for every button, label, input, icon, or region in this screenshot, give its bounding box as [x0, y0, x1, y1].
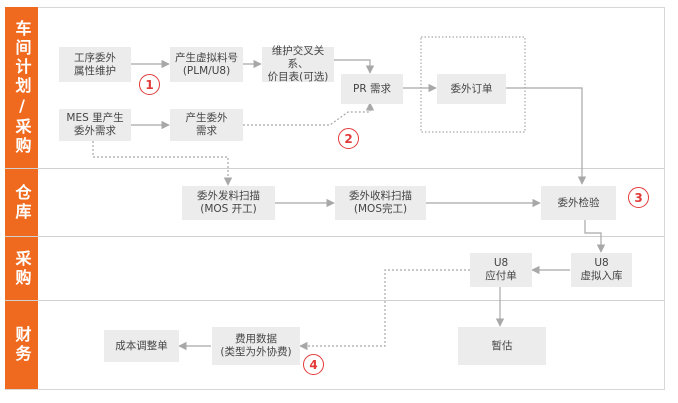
arrow-demand-to-pr [243, 102, 375, 126]
step-badge-4: 4 [303, 354, 324, 375]
lane-label-purchasing: 采购 [5, 237, 38, 300]
node-expense-data: 费用数据 (类型为外协费) [212, 327, 300, 365]
arrow-inspect-to-virtualin [584, 220, 606, 253]
dotted-group-outline [420, 36, 526, 133]
node-process-attribute: 工序委外 属性维护 [59, 47, 131, 82]
node-u8-virtual-inbound: U8 虚拟入库 [571, 253, 632, 287]
node-inspection: 委外检验 [541, 186, 616, 220]
arrow-payable-to-expense [299, 269, 470, 351]
lane-separator [5, 300, 664, 301]
node-cost-adjustment: 成本调整单 [104, 330, 179, 362]
step-badge-1: 1 [139, 74, 160, 95]
lane-separator [5, 168, 664, 169]
lane-label-workshop-planning: 车间计划/采购 [5, 7, 38, 168]
node-mes-demand: MES 里产生 委外需求 [59, 109, 131, 141]
arrow-mes-to-issue [92, 141, 233, 186]
lane-separator [5, 236, 664, 237]
step-badge-3: 3 [628, 187, 649, 208]
node-receive-scan: 委外收料扫描 (MOS完工) [335, 186, 426, 220]
step-badge-2: 2 [338, 128, 359, 149]
node-estimate: 暂估 [458, 327, 546, 365]
lane-label-warehouse: 仓库 [5, 169, 38, 236]
node-pr-demand: PR 需求 [341, 74, 403, 104]
node-u8-payable: U8 应付单 [470, 253, 532, 287]
arrow-order-to-inspect [506, 87, 587, 185]
node-outsource-order: 委外订单 [437, 74, 506, 104]
node-virtual-item-number: 产生虚拟料号 (PLM/U8) [170, 47, 243, 82]
node-generate-demand: 产生委外 需求 [170, 109, 243, 141]
arrow-crossref-to-pr [334, 59, 375, 74]
node-issue-scan: 委外发料扫描 (MOS 开工) [182, 186, 275, 220]
node-cross-reference: 维护交叉关系、 价目表(可选) [262, 45, 334, 83]
lane-label-finance: 财务 [5, 301, 38, 389]
